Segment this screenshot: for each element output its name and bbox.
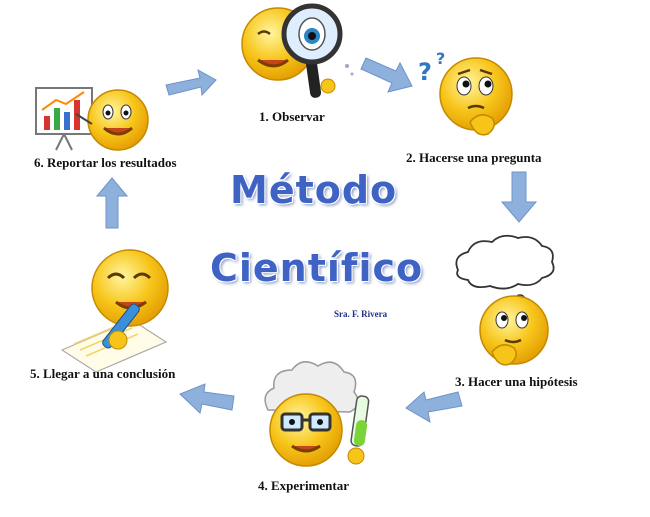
author-credit: Sra. F. Rivera	[334, 309, 388, 319]
magnifying-glass-smiley-icon	[241, 3, 354, 98]
arrow-3-to-4	[405, 391, 463, 423]
step-6-label: 6. Reportar los resultados	[34, 155, 177, 170]
svg-text:?: ?	[418, 58, 432, 86]
arrow-5-to-6	[95, 177, 129, 229]
step-2-label: 2. Hacerse una pregunta	[406, 150, 542, 165]
title-line-2: Científico	[210, 246, 424, 290]
thought-bubble-smiley-icon	[455, 234, 555, 366]
arrow-1-to-2	[360, 57, 413, 93]
title-line-1: Método	[230, 168, 398, 212]
scientist-test-tube-smiley-icon	[264, 361, 370, 467]
writing-smiley-icon	[60, 249, 169, 373]
step-3-label: 3. Hacer una hipótesis	[455, 374, 578, 389]
svg-text:?: ?	[436, 49, 445, 68]
step-5-label: 5. Llegar a una conclusión	[30, 366, 176, 381]
arrow-2-to-3	[500, 171, 538, 223]
arrow-4-to-5	[179, 383, 235, 414]
step-1-label: 1. Observar	[259, 109, 325, 124]
thinking-question-smiley-icon: ? ?	[418, 49, 513, 136]
step-4-label: 4. Experimentar	[258, 478, 349, 493]
chart-presenting-smiley-icon	[35, 87, 149, 151]
arrow-6-to-1	[165, 69, 217, 97]
